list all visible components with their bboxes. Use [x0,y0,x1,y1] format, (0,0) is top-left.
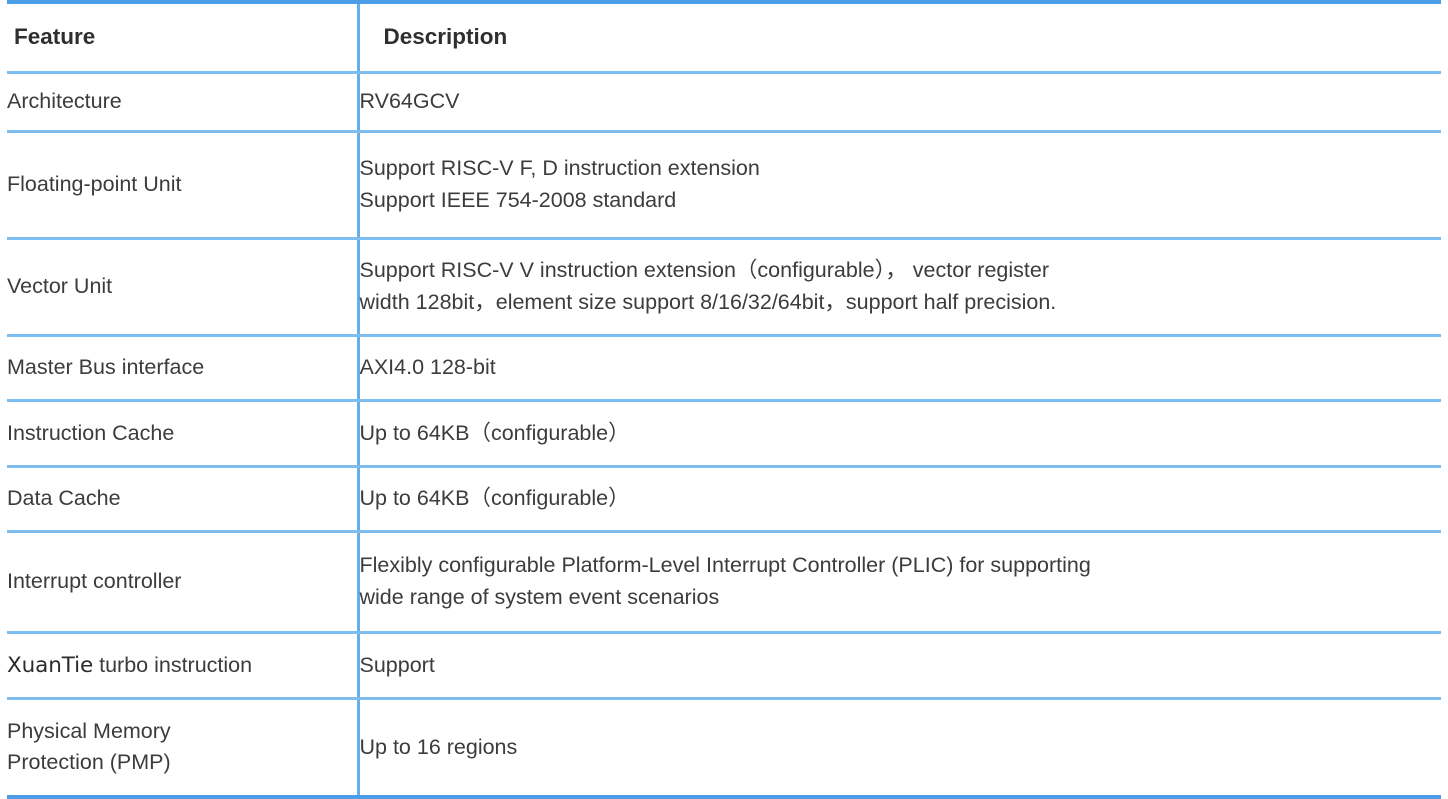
cell-feature-architecture: Architecture [7,72,360,133]
description-text-line: Up to 16 regions [359,734,518,759]
table-row: Data Cache Up to 64KB（configurable） [7,466,1441,533]
feature-label-line: Physical Memory [7,718,171,743]
description-text-line: width 128bit，element size support 8/16/3… [359,289,1057,314]
description-text-line: Up to 64KB（configurable） [359,420,630,445]
description-text-line: wide range of system event scenarios [359,584,720,609]
feature-label-rest: turbo instruction [93,652,253,677]
cell-description-dcache: Up to 64KB（configurable） [358,466,1441,533]
cell-description-icache: Up to 64KB（configurable） [358,400,1441,468]
cell-description-interrupt: Flexibly configurable Platform-Level Int… [358,531,1441,634]
description-text-line: Flexibly configurable Platform-Level Int… [359,553,1091,578]
table-row: Master Bus interface AXI4.0 128-bit [7,335,1441,402]
feature-label-line: Architecture [7,89,122,114]
cell-feature-interrupt: Interrupt controller [7,531,360,634]
brand-name-text: XuanTie [7,652,94,678]
feature-label-line: Vector Unit [7,274,113,299]
feature-label-line: Master Bus interface [7,355,205,380]
cell-feature-icache: Instruction Cache [7,400,360,468]
description-text-line: AXI4.0 128-bit [359,355,496,380]
table-header-row: Feature Description [7,0,1441,74]
description-text-line: Support RISC-V F, D instruction extensio… [359,156,760,181]
description-text-line: Up to 64KB（configurable） [359,486,630,511]
table-row: Instruction Cache Up to 64KB（configurable… [7,400,1441,468]
cell-feature-dcache: Data Cache [7,466,360,533]
cell-description-pmp: Up to 16 regions [358,698,1441,799]
table-row: Vector Unit Support RISC-V V instruction … [7,238,1441,337]
table-row: Floating-point Unit Support RISC-V F, D i… [7,131,1441,240]
cell-feature-fpu: Floating-point Unit [7,131,360,240]
feature-label-line: Protection (PMP) [7,750,171,775]
column-header-description: Description [358,0,1441,74]
feature-label-line: Data Cache [7,486,121,511]
feature-label-line: Instruction Cache [7,420,175,445]
cell-feature-bus: Master Bus interface [7,335,360,402]
description-text-line: RV64GCV [359,89,460,114]
table-row: Interrupt controller Flexibly configurabl… [7,531,1441,634]
cell-feature-vector: Vector Unit [7,238,360,337]
description-text-line: Support IEEE 754-2008 standard [359,187,677,212]
cell-description-bus: AXI4.0 128-bit [358,335,1441,402]
feature-label-line: Floating-point Unit [7,172,182,197]
cell-description-turbo: Support [358,632,1441,700]
cell-description-fpu: Support RISC-V F, D instruction extensio… [358,131,1441,240]
cell-description-vector: Support RISC-V V instruction extension（c… [358,238,1441,337]
table-header: Feature Description [7,0,1441,74]
cell-feature-turbo: XuanTie turbo instruction [7,632,360,700]
description-text-line: Support [359,652,435,677]
feature-specification-table: Feature Description Architecture RV64GCV F… [7,0,1441,799]
cell-description-architecture: RV64GCV [358,72,1441,133]
feature-label-line: Interrupt controller [7,569,182,594]
table-row: Architecture RV64GCV [7,72,1441,133]
description-text-line: Support RISC-V V instruction extension（c… [359,258,1050,283]
column-header-feature: Feature [7,0,360,74]
